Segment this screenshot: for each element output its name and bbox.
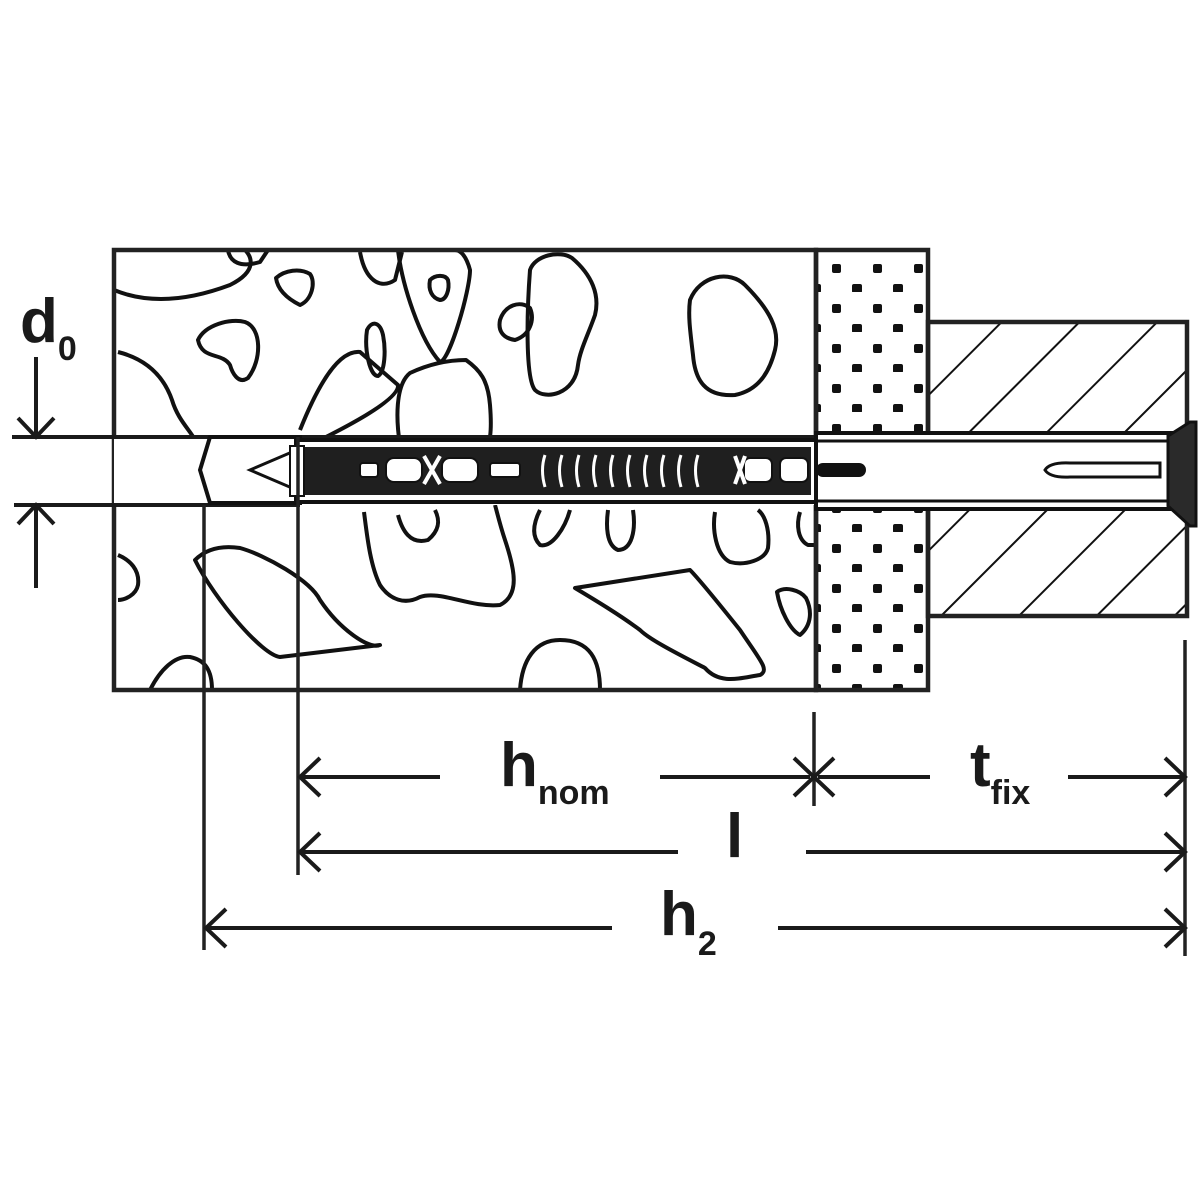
- screw-shank-end: [816, 463, 866, 477]
- anchor-head: [1166, 420, 1198, 528]
- anchor-sleeve-fill: [303, 447, 811, 495]
- expansion-segments: [359, 455, 809, 485]
- extension-lines: [202, 437, 1187, 956]
- l-label: l: [726, 802, 743, 871]
- tfix-label: tfix: [970, 731, 1030, 812]
- hnom-label: hnom: [500, 731, 610, 812]
- d0-label: d0: [20, 287, 77, 368]
- screw-threads: [541, 454, 700, 488]
- aggregate-stones: [114, 250, 816, 690]
- l-dimension: l: [297, 802, 1188, 873]
- h2-label: h2: [660, 880, 717, 963]
- hnom-tfix-dimension: hnom tfix: [297, 731, 1188, 812]
- d0-dimension: d0: [16, 287, 77, 588]
- screw-shaft: [1043, 461, 1162, 479]
- h2-dimension: h2: [203, 880, 1188, 963]
- anchor: [246, 420, 1198, 528]
